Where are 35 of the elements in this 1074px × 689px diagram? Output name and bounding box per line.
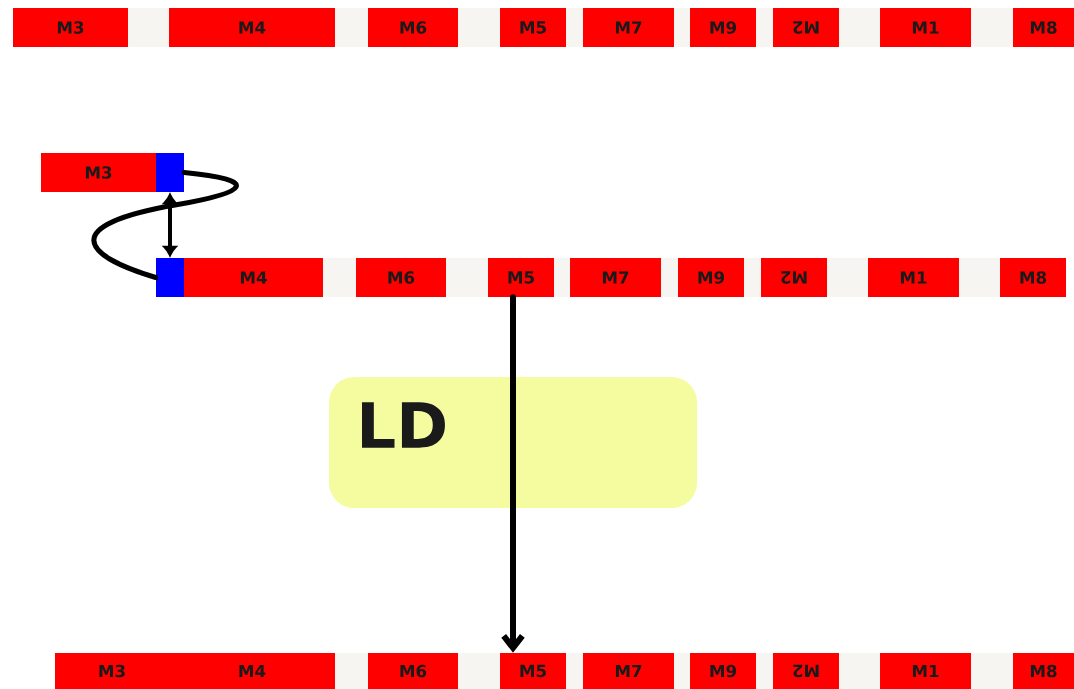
segment-block: M3 [41, 153, 156, 192]
junction-block [156, 153, 184, 192]
segment-block: M2 [773, 653, 839, 689]
edge-label: LD [329, 377, 697, 508]
segment-block: M7 [583, 653, 674, 689]
segment-block: M8 [1013, 8, 1074, 47]
segment-block: M4 [184, 258, 323, 297]
segment-block: M5 [500, 8, 566, 47]
segment-block: M6 [368, 8, 458, 47]
segment-block: M3 [55, 653, 169, 689]
segment-block: M4 [169, 653, 335, 689]
node-label: M3 [99, 664, 125, 678]
segment-block: M9 [690, 8, 756, 47]
junction-block [156, 258, 184, 297]
double-arrow [163, 193, 177, 257]
segment-block: M7 [570, 258, 661, 297]
connector-curve [91, 169, 239, 281]
arrow [501, 294, 525, 653]
segment-block: M7 [583, 8, 674, 47]
node-label: M4 [239, 664, 266, 678]
segment-block: M3 [13, 8, 128, 47]
segment-block: M5 [500, 653, 566, 689]
segment-block: M8 [1013, 653, 1074, 689]
segment-block: M6 [356, 258, 446, 297]
segment-block: M2 [773, 8, 839, 47]
segment-block: M9 [690, 653, 756, 689]
segment-block: M1 [880, 8, 971, 47]
segment-block: M8 [1000, 258, 1066, 297]
segment-block: M1 [880, 653, 971, 689]
segment-block: M9 [678, 258, 744, 297]
segment-block: M1 [868, 258, 959, 297]
segment-block: M6 [368, 653, 458, 689]
segment-block: M5 [488, 258, 554, 297]
segment-block: M4 [169, 8, 335, 47]
segment-block: M2 [761, 258, 827, 297]
